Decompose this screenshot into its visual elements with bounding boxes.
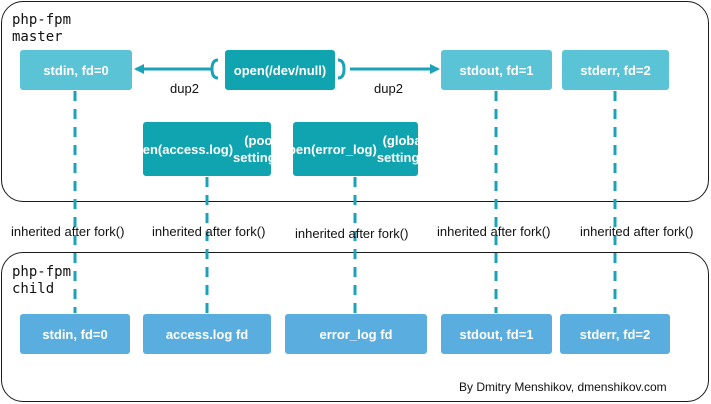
devnull-bracket-left bbox=[210, 58, 219, 80]
child-access-log-box: access.log fd bbox=[143, 314, 271, 354]
child-panel-title: php-fpm child bbox=[12, 264, 72, 297]
global-settings-text: (global settings) bbox=[376, 133, 431, 165]
child-stdout-box: stdout, fd=1 bbox=[441, 314, 552, 354]
master-stdin-box: stdin, fd=0 bbox=[20, 50, 132, 90]
devnull-box: open(/dev/null) bbox=[225, 50, 335, 90]
inherited-label-stderr: inherited after fork() bbox=[580, 224, 694, 239]
author-credit: By Dmitry Menshikov, dmenshikov.com bbox=[459, 380, 667, 394]
inherited-label-error-log: inherited after fork() bbox=[295, 226, 409, 241]
inherited-label-stdout: inherited after fork() bbox=[437, 224, 551, 239]
child-stderr-box: stderr, fd=2 bbox=[560, 314, 670, 354]
open-error-log-text: open(error_log) bbox=[280, 141, 377, 157]
master-stderr-box: stderr, fd=2 bbox=[562, 50, 669, 90]
inherited-label-access-log: inherited after fork() bbox=[152, 224, 266, 239]
child-error-log-box: error_log fd bbox=[285, 314, 427, 354]
master-panel-title: php-fpm master bbox=[12, 12, 72, 45]
devnull-bracket-right bbox=[337, 58, 346, 80]
inherited-label-stdin: inherited after fork() bbox=[11, 224, 125, 239]
pool-settings-text: (pool settings) bbox=[233, 133, 288, 165]
open-error-log-box: open(error_log) (global settings) bbox=[280, 122, 431, 176]
dup2-label-left: dup2 bbox=[170, 81, 199, 96]
open-access-log-text: open(access.log) bbox=[126, 141, 234, 157]
master-stdout-box: stdout, fd=1 bbox=[441, 50, 552, 90]
open-access-log-box: open(access.log) (pool settings) bbox=[127, 122, 287, 176]
dup2-label-right: dup2 bbox=[374, 81, 403, 96]
child-stdin-box: stdin, fd=0 bbox=[20, 314, 130, 354]
